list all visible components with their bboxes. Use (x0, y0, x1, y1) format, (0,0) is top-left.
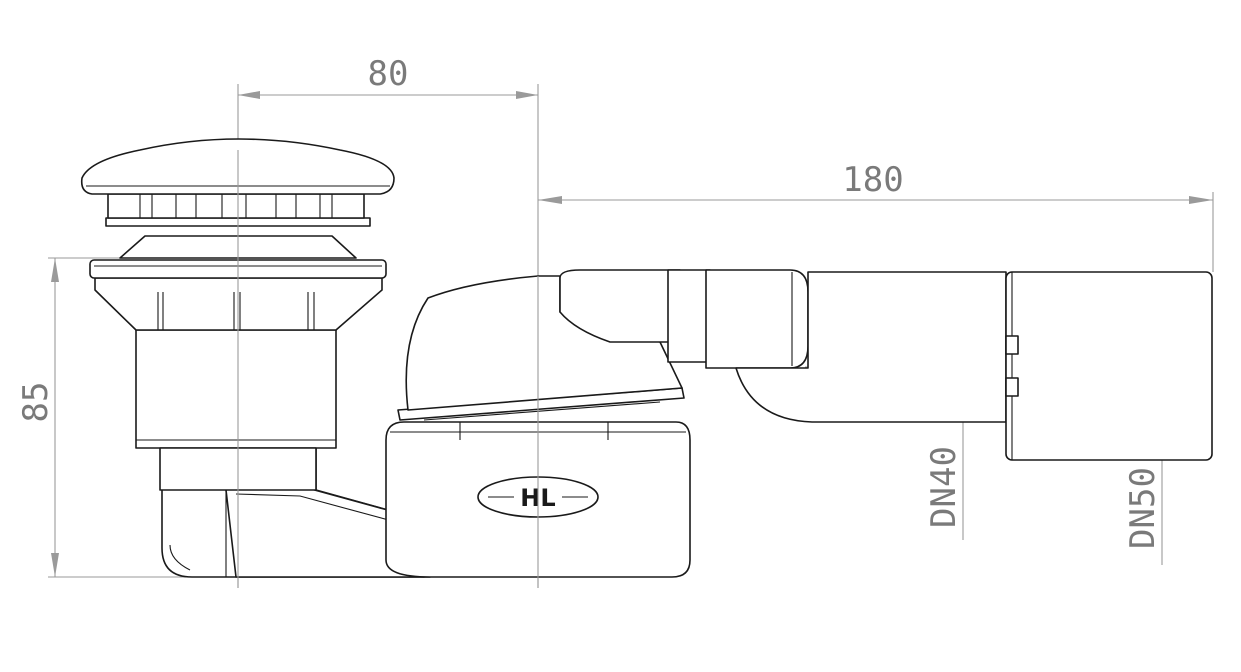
drain-body: HL (80, 138, 1213, 578)
dimension-length-label: 180 (842, 160, 903, 200)
dimension-width-top: 80 (238, 54, 538, 99)
dn40-label: DN40 (924, 446, 964, 528)
dn50-label: DN50 (1123, 467, 1163, 549)
dimension-height: 85 (16, 258, 59, 577)
dimension-height-label: 85 (16, 382, 56, 423)
dimension-width-label: 80 (368, 54, 409, 94)
dimension-length: 180 (538, 160, 1213, 204)
centre-lines (237, 150, 539, 588)
